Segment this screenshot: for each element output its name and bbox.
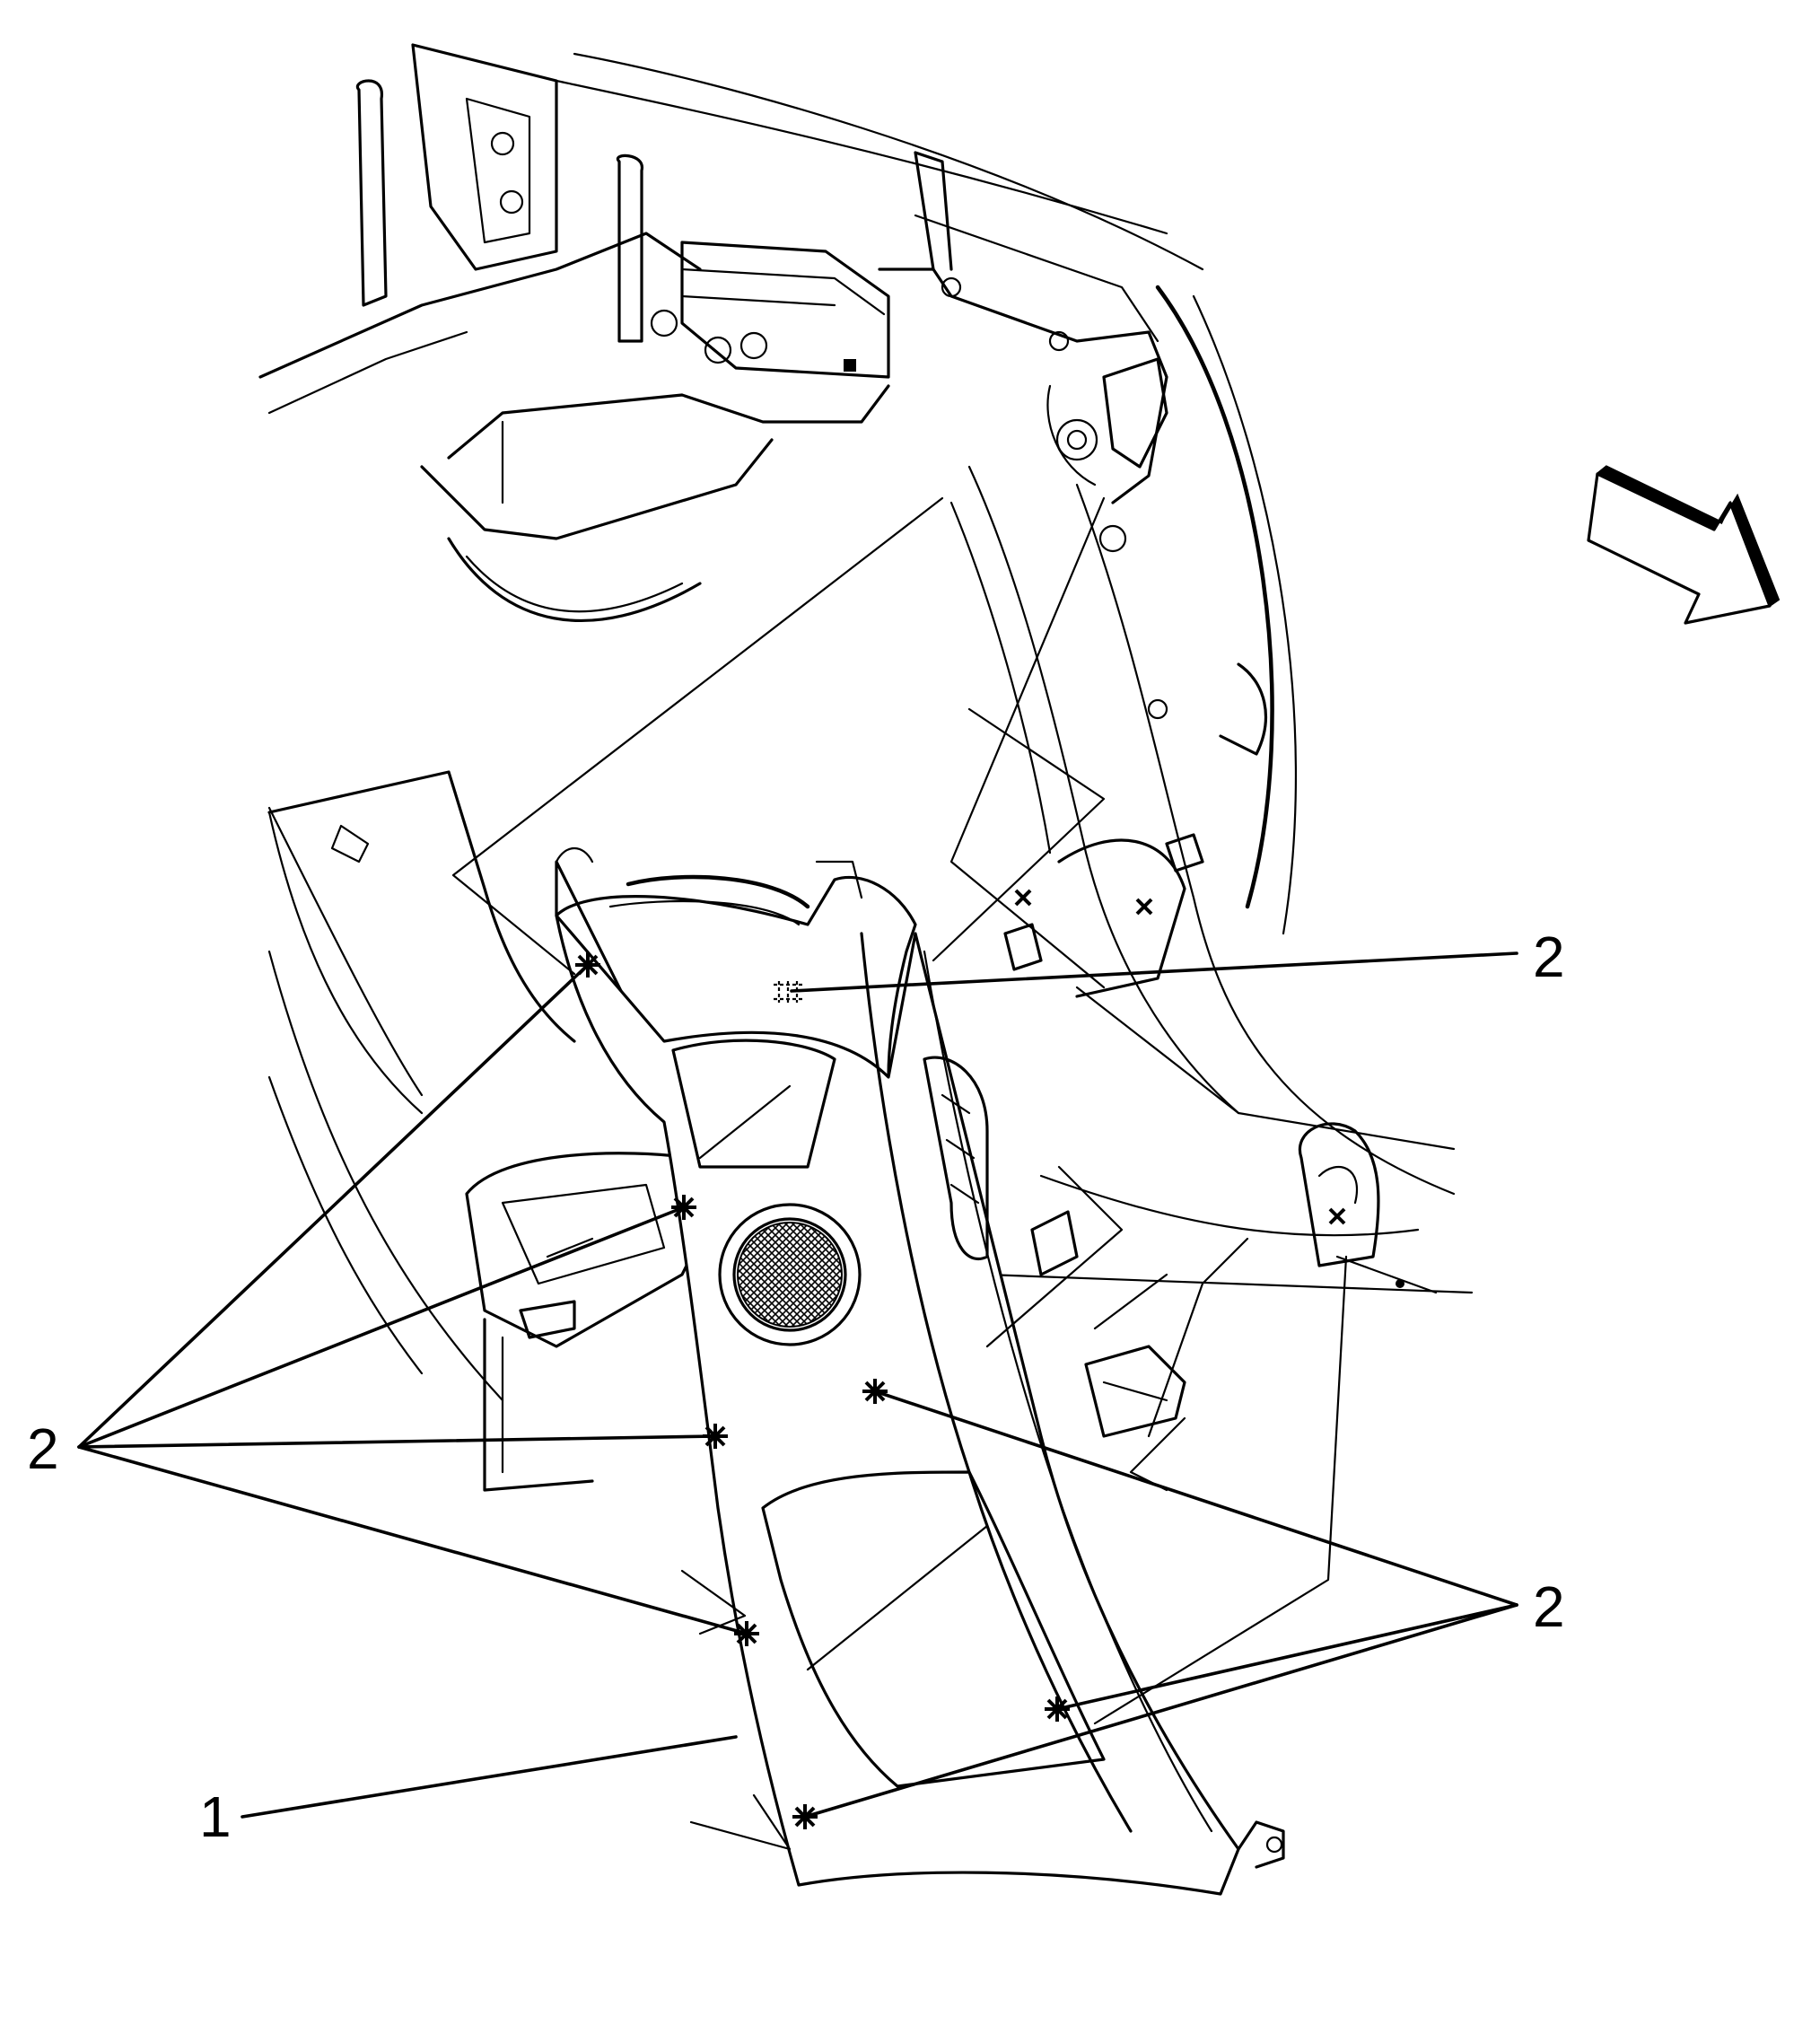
speaker-grille <box>718 1203 862 1346</box>
callout-2-left: 2 <box>27 1416 59 1481</box>
clip-icon <box>1014 889 1032 907</box>
callout-2-upper-right: 2 <box>1533 925 1565 989</box>
callout-labels: 1 2 2 2 <box>27 925 1565 1849</box>
view-direction-arrow-icon <box>1587 465 1781 625</box>
clip-icon <box>774 981 802 1003</box>
clip-icon <box>1328 1207 1346 1225</box>
callout-leaders <box>77 951 1518 1819</box>
callout-1: 1 <box>199 1784 232 1849</box>
quarter-trim-panel <box>555 847 1285 1896</box>
clip-icon <box>1135 898 1153 916</box>
callout-2-lower-right: 2 <box>1533 1574 1565 1639</box>
projection-lines <box>451 496 1348 1851</box>
vehicle-body-structure <box>258 43 1474 1492</box>
